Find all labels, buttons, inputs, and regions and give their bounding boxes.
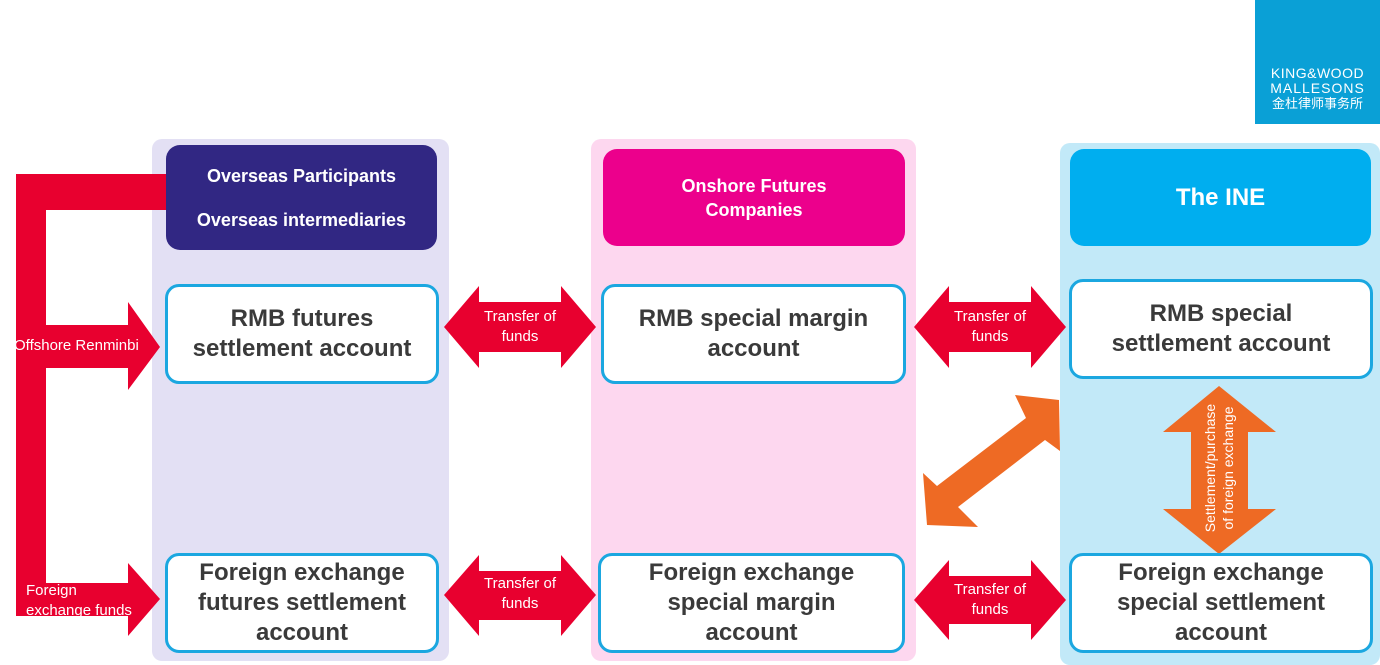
offshore-flow-bracket xyxy=(16,174,166,590)
offshore-rmb-arrow xyxy=(16,302,160,390)
transfer-arrow-4 xyxy=(914,560,1066,640)
fx-futures-settlement-account: Foreign exchange futures settlement acco… xyxy=(165,553,439,653)
transfer-label-3: Transfer of funds xyxy=(484,575,556,612)
transfer-arrow-1 xyxy=(444,286,596,368)
diagonal-fx-arrow xyxy=(923,395,1060,527)
logo-line-3: 金杜律师事务所 xyxy=(1271,96,1363,111)
overseas-header: Overseas Participants Overseas intermedi… xyxy=(166,145,437,250)
transfer-label-1: Transfer of funds xyxy=(484,308,556,345)
logo-line-1: KING&WOOD xyxy=(1270,65,1365,81)
ine-header: The INE xyxy=(1070,149,1371,246)
overseas-participants-label: Overseas Participants xyxy=(206,165,397,186)
onshore-header: Onshore Futures Companies xyxy=(603,149,905,246)
fx-special-margin-account: Foreign exchange special margin account xyxy=(598,553,905,653)
settlement-arrow xyxy=(1163,386,1276,554)
overseas-intermediaries-label: Overseas intermediaries xyxy=(196,209,407,230)
transfer-arrow-2 xyxy=(914,286,1066,368)
offshore-rmb-label: Offshore Renminbi xyxy=(14,337,139,354)
company-logo: KING&WOOD MALLESONS 金杜律师事务所 xyxy=(1255,0,1380,124)
logo-line-2: MALLESONS xyxy=(1270,80,1365,96)
fx-funds-label: Foreign exchange funds xyxy=(26,582,132,619)
fx-funds-arrow xyxy=(16,563,160,636)
rmb-special-margin-account: RMB special margin account xyxy=(601,284,906,384)
fx-special-settlement-account: Foreign exchange special settlement acco… xyxy=(1069,553,1373,653)
transfer-label-4: Transfer of funds xyxy=(954,581,1026,618)
settlement-label: Settlement/purchase of foreign exchange xyxy=(1202,403,1236,533)
transfer-label-2: Transfer of funds xyxy=(954,308,1026,345)
rmb-special-settlement-account: RMB special settlement account xyxy=(1069,279,1373,379)
transfer-arrow-3 xyxy=(444,555,596,636)
rmb-futures-settlement-account: RMB futures settlement account xyxy=(165,284,439,384)
